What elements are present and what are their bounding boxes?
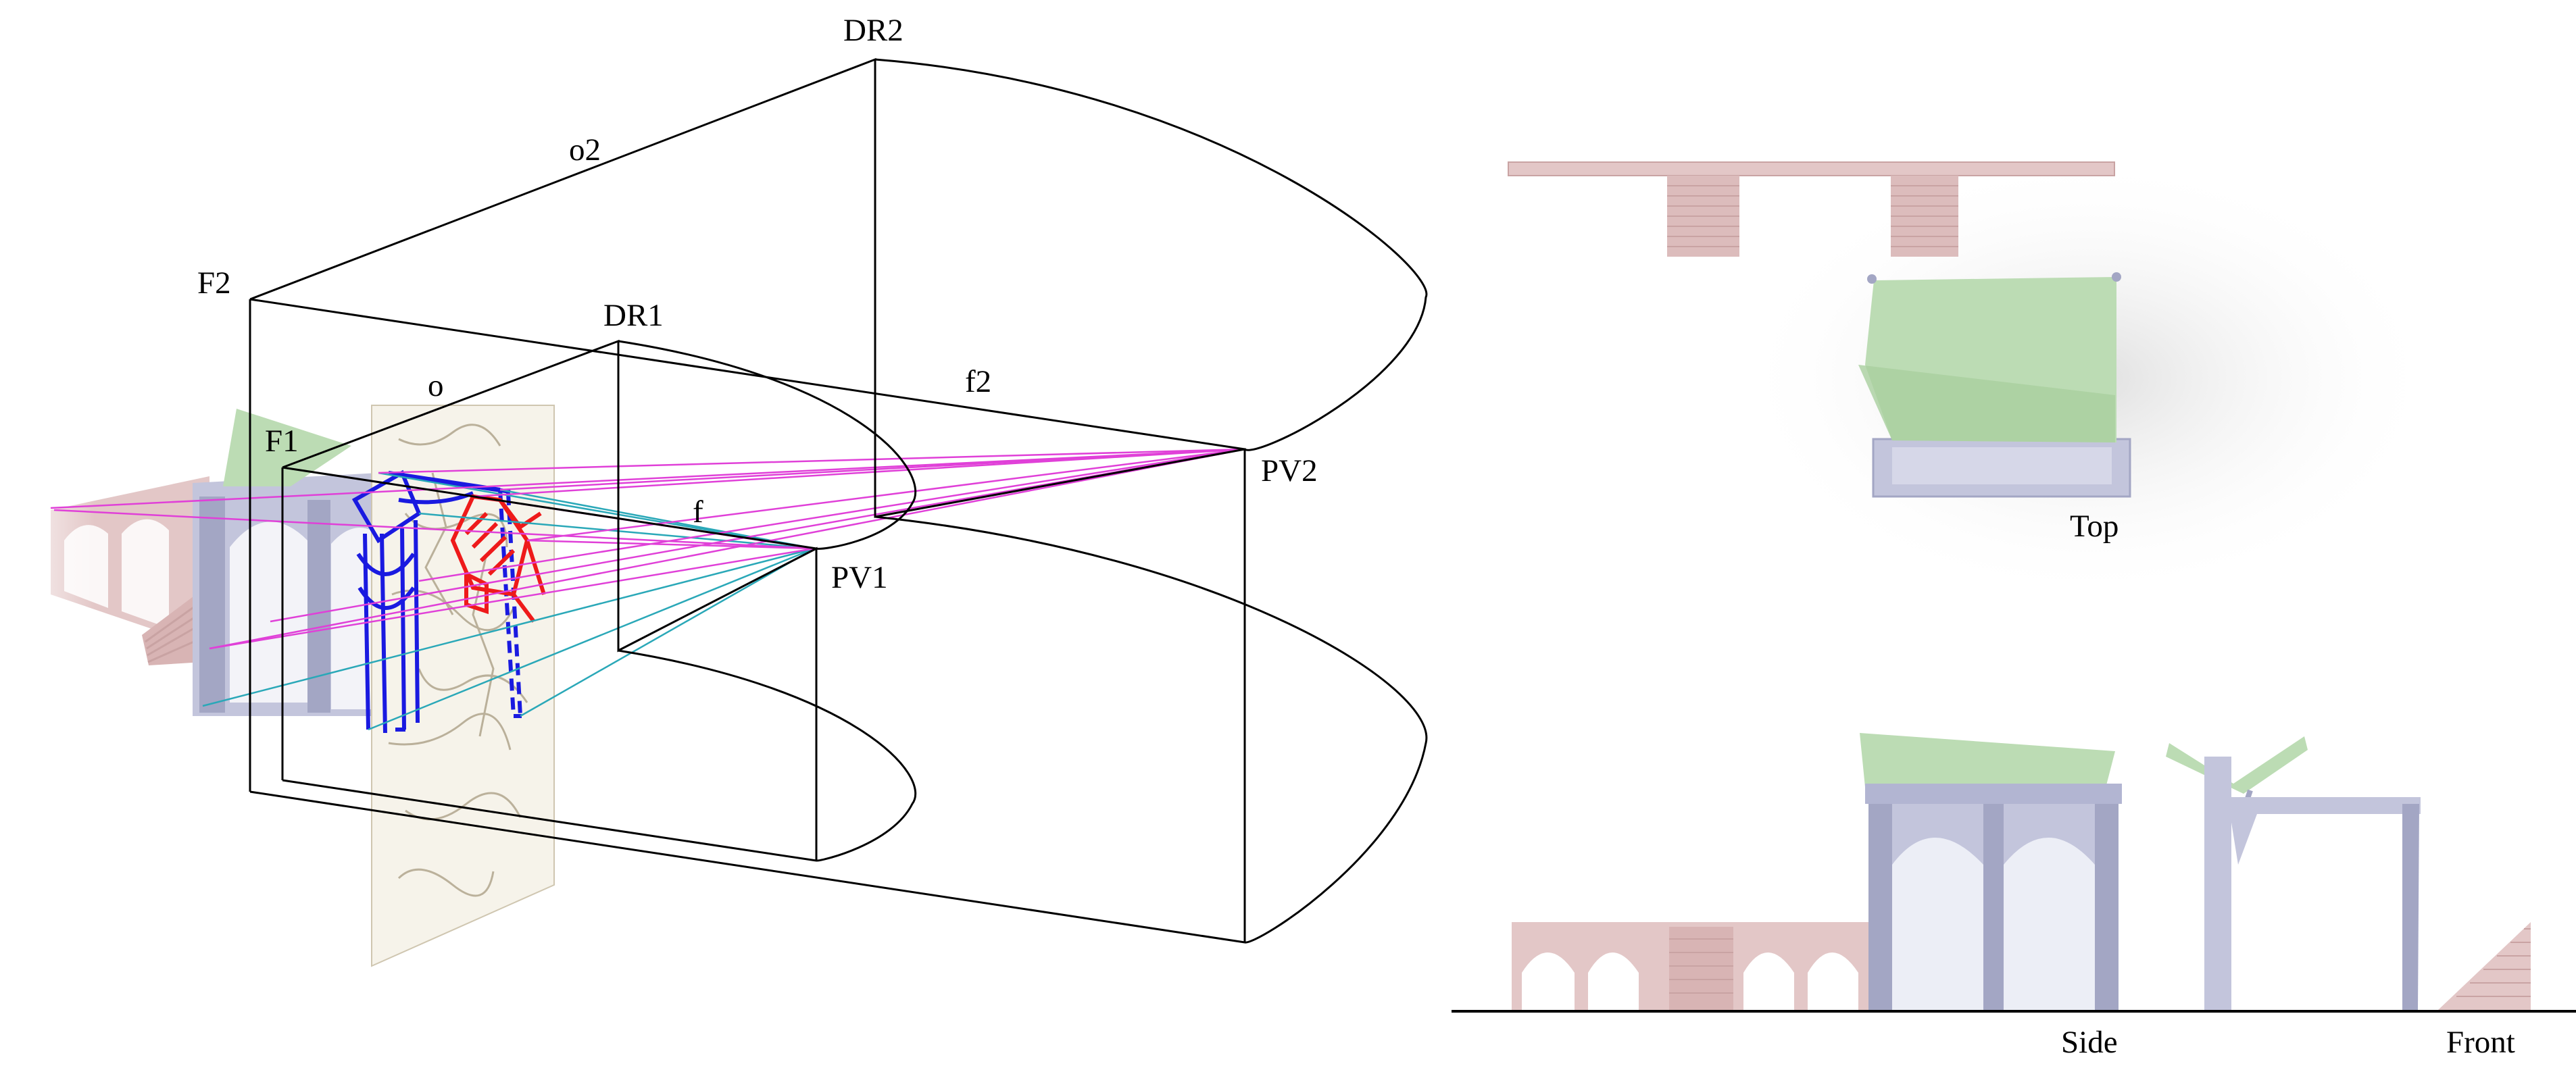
projection-rays-pv1 [53,472,815,731]
front-column-left [2204,757,2231,1010]
front-roof-strut [2166,736,2308,794]
label-o: o [428,368,444,403]
side-view [1512,733,2122,1010]
top-stair-right [1891,176,1958,257]
label-o2: o2 [569,132,601,168]
label-side-view: Side [2061,1025,2118,1060]
front-column-right [2402,804,2419,1010]
label-f1-point: F1 [265,424,299,459]
label-f2-point: F2 [197,265,231,301]
label-top-view: Top [2070,509,2119,544]
top-stair-left [1667,176,1739,257]
label-dr1: DR1 [603,298,664,333]
label-f-dist: f [693,494,703,530]
front-stair [2438,922,2531,1010]
front-view [2166,736,2531,1010]
left-fade [0,473,95,689]
side-roof-green [1860,733,2115,790]
top-view [1508,155,2439,601]
drawing-sheet [371,405,555,967]
column-arches [230,522,389,709]
frustum-frames [249,57,1428,944]
label-f2-dist: f2 [965,364,991,399]
label-pv1: PV1 [831,560,888,595]
label-front-view: Front [2446,1025,2515,1060]
arcade-model-perspective [0,409,405,716]
label-dr2: DR2 [843,13,903,48]
label-pv2: PV2 [1261,453,1318,488]
roof-panel-perspective [223,409,351,486]
top-arcade-beam [1508,161,2115,176]
